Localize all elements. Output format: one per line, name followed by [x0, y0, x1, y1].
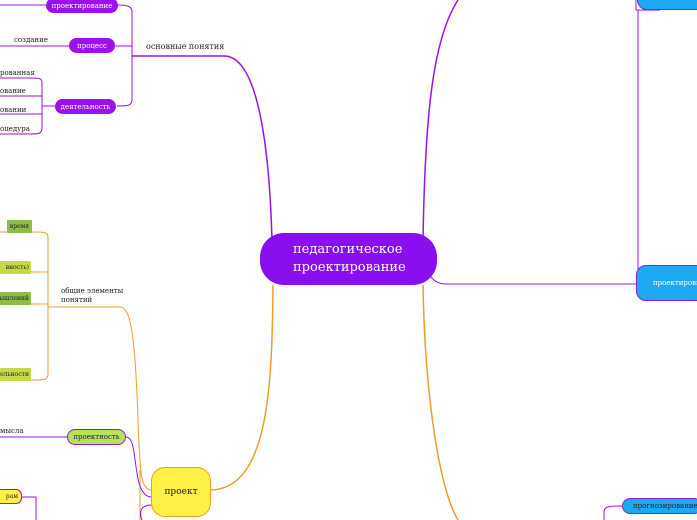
connector-center-right-top	[422, 0, 459, 241]
activity-node[interactable]: деятельность	[55, 99, 116, 114]
conception-leaf[interactable]: овании	[0, 106, 27, 114]
connector-common-bracket	[0, 231, 49, 307]
connector-center-basic	[132, 55, 273, 241]
connector-project-projectness	[125, 436, 153, 498]
connector-right-topnode	[635, 0, 660, 11]
process-node[interactable]: процесс	[69, 38, 115, 53]
connector-bottom-item	[22, 496, 37, 520]
connector-center-project	[209, 284, 274, 491]
common-item-2[interactable]: вность)	[0, 261, 31, 274]
projectness-node[interactable]: проектность	[67, 429, 126, 445]
connector-center-lower-right	[422, 284, 459, 520]
bottom-item[interactable]: рам	[0, 489, 22, 504]
time-item[interactable]: время	[7, 220, 32, 233]
basic-concepts-label[interactable]: основные понятия	[146, 42, 225, 51]
organized-leaf[interactable]: рованная	[0, 69, 35, 77]
connector-forecasting	[603, 505, 623, 520]
connector-right-designer	[422, 239, 636, 285]
connector-activity-b4	[0, 106, 43, 135]
procedure-leaf[interactable]: оцедура	[0, 125, 30, 133]
connector-activity-bracket	[0, 77, 55, 107]
forecasting-node[interactable]: прогнозирование	[622, 498, 697, 514]
connector-project-common	[48, 306, 153, 491]
common-item-3[interactable]: мышлений	[0, 292, 31, 305]
connector-basic-activity	[116, 56, 133, 107]
designer-node[interactable]: проектировщ	[636, 265, 697, 301]
connector-project-bottom	[140, 504, 153, 520]
project-node[interactable]: проект	[151, 467, 211, 517]
connector-basic-bracket	[117, 4, 133, 56]
common-elements-label-1[interactable]: общие элементы	[61, 287, 124, 295]
creation-leaf[interactable]: создание	[14, 36, 48, 44]
meaning-leaf[interactable]: мысла	[0, 427, 24, 435]
top-right-node[interactable]	[637, 0, 697, 10]
common-elements-label-2[interactable]: понятий	[61, 296, 93, 304]
common-item-4[interactable]: ельности	[0, 368, 31, 381]
central-topic[interactable]: педагогическое проектирование	[260, 233, 437, 285]
designing-node[interactable]: проектирование	[46, 0, 118, 13]
connector-common-b4	[0, 307, 49, 381]
planning-leaf[interactable]: ование	[0, 87, 26, 95]
